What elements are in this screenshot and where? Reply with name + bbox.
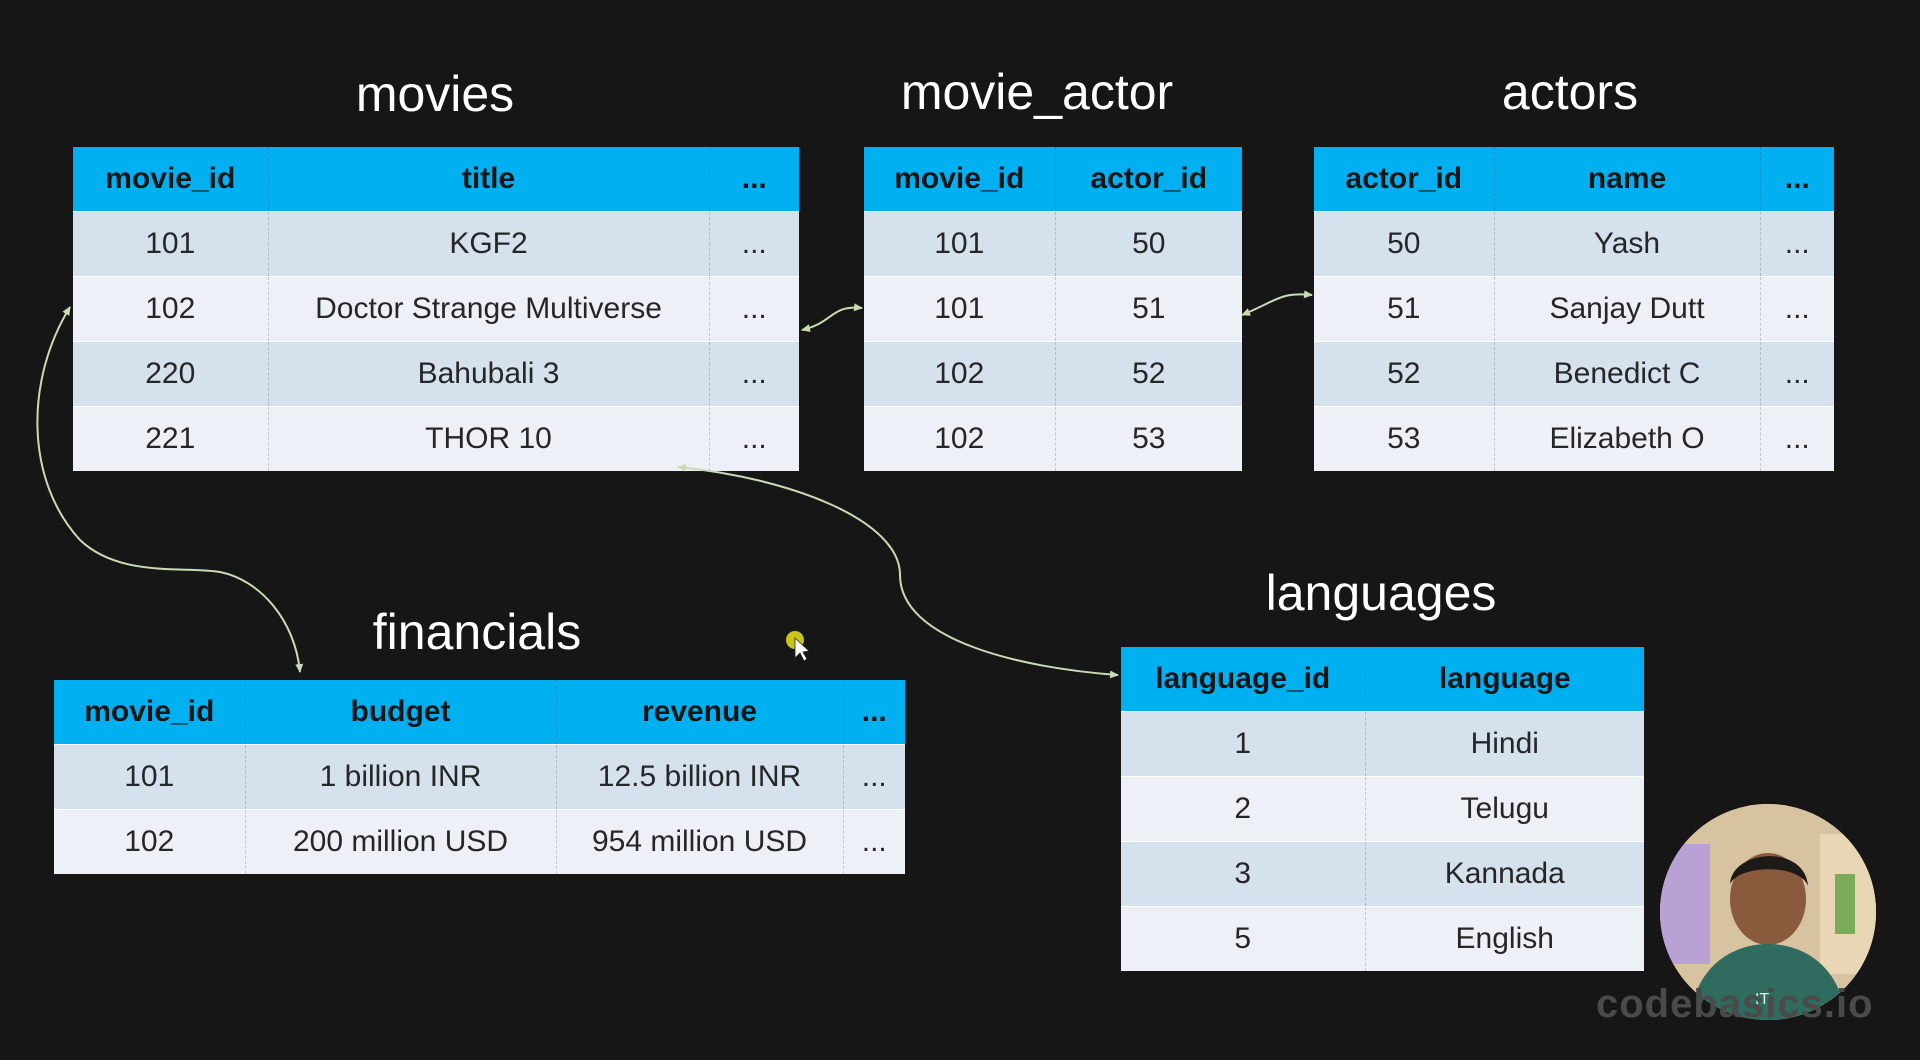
codebasics-watermark: codebasics.io	[1596, 982, 1874, 1026]
column-header: actor_id	[1055, 147, 1242, 212]
table-cell: Bahubali 3	[268, 341, 710, 407]
table-cell: Hindi	[1365, 711, 1644, 777]
table-cell: 102	[864, 406, 1056, 471]
table-header-row: actor_id name ...	[1314, 147, 1834, 212]
table-cell: Yash	[1494, 211, 1761, 277]
table-cell: KGF2	[268, 211, 710, 277]
table-row: 101 KGF2 ...	[73, 211, 799, 277]
table-row: 52 Benedict C ...	[1314, 341, 1834, 407]
table-header-row: language_id language	[1121, 647, 1644, 712]
table-cell: English	[1365, 906, 1644, 971]
table-row: 50 Yash ...	[1314, 211, 1834, 277]
table-cell: 53	[1314, 406, 1495, 471]
table-cell: ...	[709, 211, 799, 277]
table-header-row: movie_id title ...	[73, 147, 799, 212]
table-cell: 52	[1314, 341, 1495, 407]
table-cell: 200 million USD	[245, 809, 557, 874]
column-header: name	[1494, 147, 1761, 212]
table-row: 51 Sanjay Dutt ...	[1314, 276, 1834, 342]
table-cell: 5	[1121, 906, 1366, 971]
table-cell: ...	[709, 276, 799, 342]
table-cell: Benedict C	[1494, 341, 1761, 407]
table-cell: 101	[864, 276, 1056, 342]
movie-actor-table: movie_id actor_id 101 50 101 51 102 52 1…	[864, 147, 1242, 471]
column-header: budget	[245, 680, 557, 745]
table-cell: ...	[843, 744, 905, 810]
table-cell: 102	[54, 809, 246, 874]
table-cell: ...	[709, 341, 799, 407]
financials-table-title: financials	[372, 604, 582, 660]
table-cell: ...	[1760, 276, 1834, 342]
column-header: movie_id	[54, 680, 246, 745]
table-cell: 2	[1121, 776, 1366, 842]
table-row: 3 Kannada	[1121, 841, 1644, 907]
table-cell: 53	[1055, 406, 1242, 471]
table-cell: Sanjay Dutt	[1494, 276, 1761, 342]
table-cell: 1 billion INR	[245, 744, 557, 810]
column-header: ...	[709, 147, 799, 212]
table-cell: Doctor Strange Multiverse	[268, 276, 710, 342]
movies-to-movie-actor-connector	[801, 303, 863, 332]
table-cell: 102	[864, 341, 1056, 407]
column-header: movie_id	[73, 147, 269, 212]
languages-table: language_id language 1 Hindi 2 Telugu 3 …	[1121, 647, 1644, 971]
movies-to-financials-connector	[36, 306, 304, 673]
column-header: revenue	[556, 680, 844, 745]
table-cell: Telugu	[1365, 776, 1644, 842]
table-cell: 12.5 billion INR	[556, 744, 844, 810]
table-cell: ...	[843, 809, 905, 874]
table-row: 102 52	[864, 341, 1242, 407]
movies-to-languages-connector	[677, 463, 1119, 679]
table-cell: 3	[1121, 841, 1366, 907]
table-cell: 51	[1055, 276, 1242, 342]
table-cell: 52	[1055, 341, 1242, 407]
table-cell: ...	[1760, 341, 1834, 407]
table-row: 1 Hindi	[1121, 711, 1644, 777]
table-row: 101 50	[864, 211, 1242, 277]
table-cell: ...	[1760, 211, 1834, 277]
table-cell: 50	[1055, 211, 1242, 277]
financials-table: movie_id budget revenue ... 101 1 billio…	[54, 680, 905, 874]
cursor-pointer-icon	[786, 631, 810, 662]
languages-table-title: languages	[1265, 565, 1497, 621]
table-cell: Kannada	[1365, 841, 1644, 907]
movie-actor-table-title: movie_actor	[900, 64, 1174, 120]
movies-table-title: movies	[355, 66, 515, 122]
svg-text:IT: IT	[1755, 991, 1769, 1008]
table-row: 101 1 billion INR 12.5 billion INR ...	[54, 744, 905, 810]
table-cell: 101	[54, 744, 246, 810]
table-cell: Elizabeth O	[1494, 406, 1761, 471]
table-cell: 101	[864, 211, 1056, 277]
table-row: 5 English	[1121, 906, 1644, 971]
column-header: ...	[1760, 147, 1834, 212]
table-cell: 50	[1314, 211, 1495, 277]
actors-table: actor_id name ... 50 Yash ... 51 Sanjay …	[1314, 147, 1834, 471]
column-header: actor_id	[1314, 147, 1495, 212]
column-header: ...	[843, 680, 905, 745]
table-header-row: movie_id budget revenue ...	[54, 680, 905, 745]
table-cell: ...	[709, 406, 799, 471]
actors-table-title: actors	[1501, 64, 1639, 120]
table-cell: 1	[1121, 711, 1366, 777]
table-row: 53 Elizabeth O ...	[1314, 406, 1834, 471]
table-row: 102 53	[864, 406, 1242, 471]
column-header: movie_id	[864, 147, 1056, 212]
column-header: language	[1365, 647, 1644, 712]
table-cell: 101	[73, 211, 269, 277]
table-cell: THOR 10	[268, 406, 710, 471]
table-cell: 954 million USD	[556, 809, 844, 874]
table-cell: 51	[1314, 276, 1495, 342]
table-cell: ...	[1760, 406, 1834, 471]
column-header: title	[268, 147, 710, 212]
table-row: 102 200 million USD 954 million USD ...	[54, 809, 905, 874]
table-header-row: movie_id actor_id	[864, 147, 1242, 212]
movie-actor-to-actors-connector	[1241, 290, 1313, 316]
column-header: language_id	[1121, 647, 1366, 712]
table-row: 101 51	[864, 276, 1242, 342]
table-row: 2 Telugu	[1121, 776, 1644, 842]
